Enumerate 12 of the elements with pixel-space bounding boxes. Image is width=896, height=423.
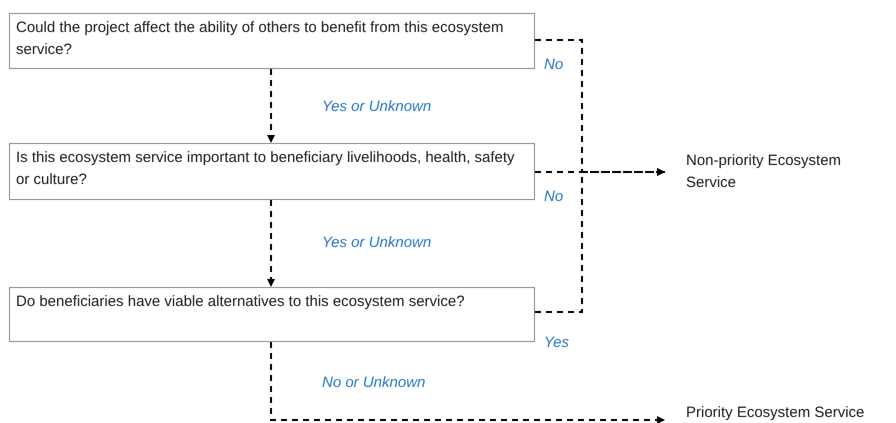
dashed-arrow (535, 168, 665, 313)
dashed-arrow (267, 200, 275, 287)
question-box (9, 13, 535, 69)
outcome-text: Priority Ecosystem Service (686, 403, 866, 423)
dashed-arrow (267, 69, 275, 143)
question-box (9, 143, 535, 200)
question-text: Could the project affect the ability of others to benefit from this ecosystem service? (16, 18, 504, 60)
outcome-text: Non-priority Ecosystem Service (686, 151, 842, 193)
question-box (9, 287, 535, 342)
question-text: Do beneficiaries have viable alternatives to this ecosystem service? (16, 292, 466, 312)
question-text: Is this ecosystem service important to beneficiary livelihoods, health, safety or culture? (16, 148, 516, 190)
dashed-arrow (270, 342, 665, 423)
